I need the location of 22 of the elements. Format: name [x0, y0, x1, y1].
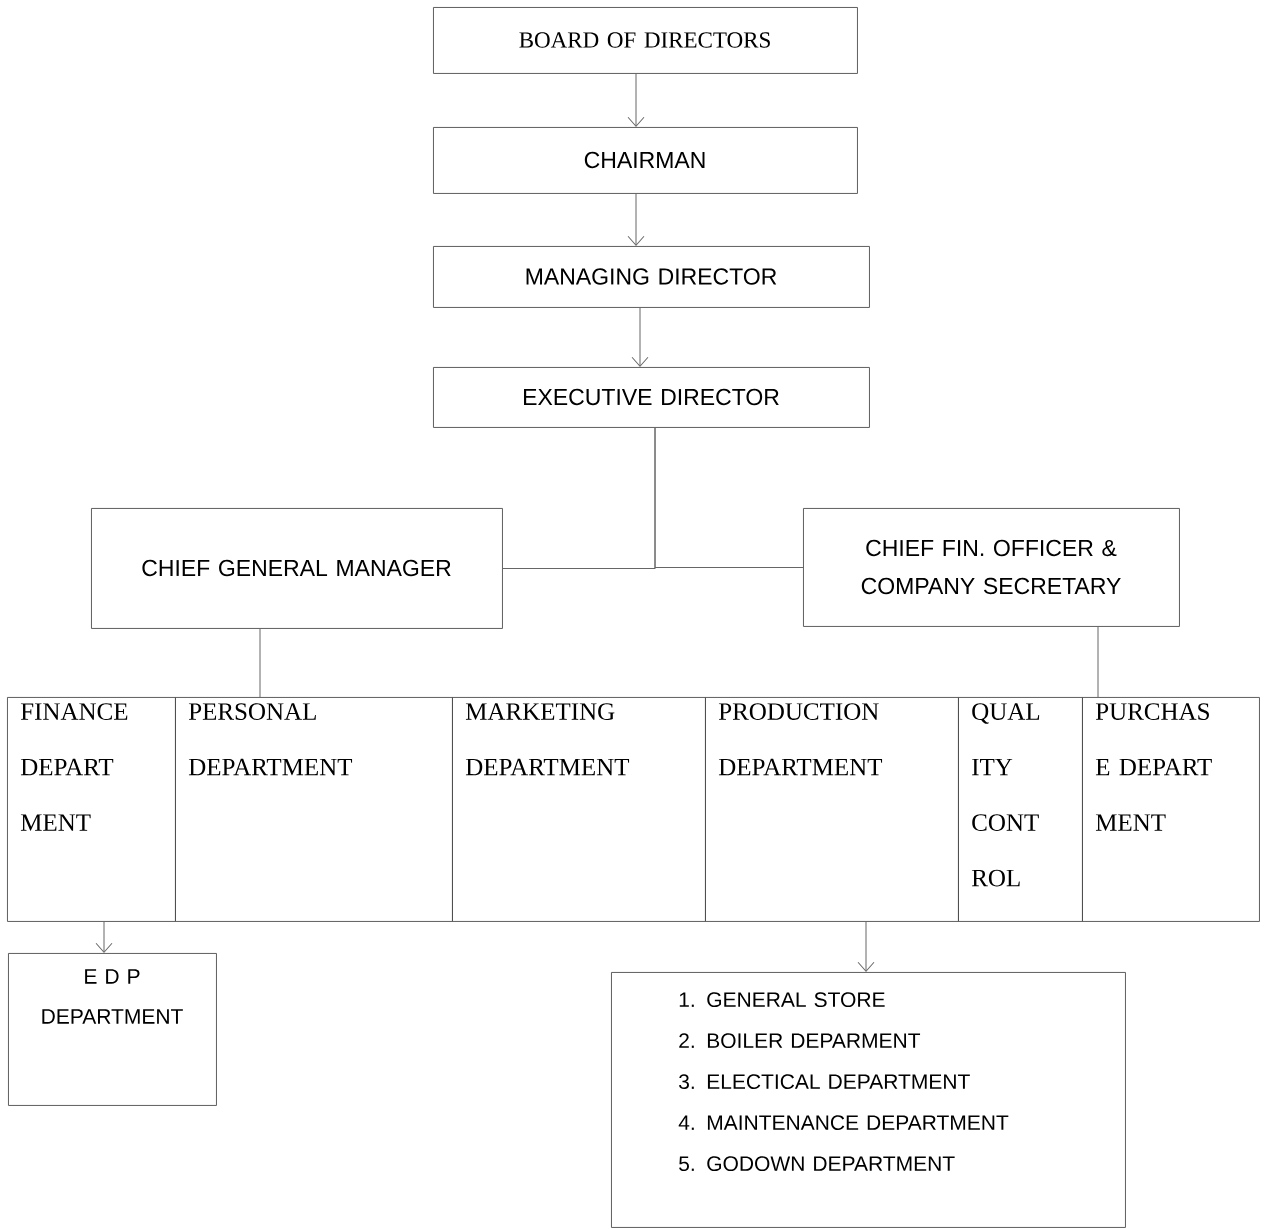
table-cell: PRODUCTION DEPARTMENT: [705, 697, 959, 922]
connector-line: [654, 427, 804, 568]
arrow: [95, 921, 113, 953]
table-cell: MARKETING DEPARTMENT: [452, 697, 706, 922]
connector-line: [1097, 626, 1099, 698]
table-cell: PERSONAL DEPARTMENT: [175, 697, 453, 922]
org-box: 1. GENERAL STORE 2. BOILER DEPARMENT 3. ELECTICAL DEPARTMENT 4. MAINTENANCE DEPARTMENT 5. GODOWN DEPARTMENT: [611, 972, 1126, 1228]
org-box: CHIEF FIN. OFFICER & COMPANY SECRETARY: [803, 508, 1180, 627]
org-box: CHAIRMAN: [433, 127, 858, 194]
table-cell: FINANCE DEPART MENT: [7, 697, 176, 922]
table-cell: QUAL ITY CONT ROL: [958, 697, 1083, 922]
org-box: CHIEF GENERAL MANAGER: [91, 508, 503, 629]
org-box: EXECUTIVE DIRECTOR: [433, 367, 870, 428]
org-box: MANAGING DIRECTOR: [433, 246, 870, 308]
table-cell: PURCHAS E DEPART MENT: [1082, 697, 1260, 922]
arrow: [631, 307, 649, 367]
connector-line: [259, 628, 261, 698]
arrow: [857, 921, 875, 972]
org-box: BOARD OF DIRECTORS: [433, 7, 858, 74]
arrow: [627, 73, 645, 127]
arrow: [627, 193, 645, 246]
org-box: E D P DEPARTMENT: [8, 953, 217, 1106]
